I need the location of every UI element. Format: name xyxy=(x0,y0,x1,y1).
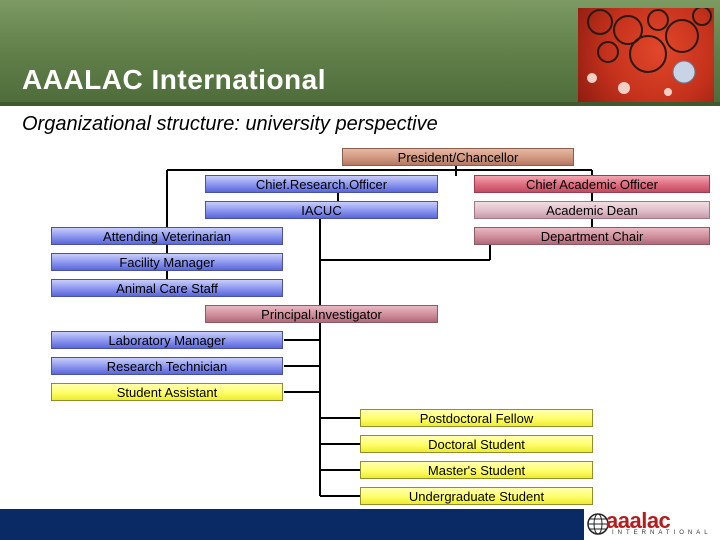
research-technician-box: Research Technician xyxy=(51,357,283,375)
department-chair-box: Department Chair xyxy=(474,227,710,245)
footer-logo-area xyxy=(584,509,720,540)
chief-academic-officer-box: Chief Academic Officer xyxy=(474,175,710,193)
president-chancellor-box: President/Chancellor xyxy=(342,148,574,166)
undergraduate-student-box: Undergraduate Student xyxy=(360,487,593,505)
masters-student-box: Master's Student xyxy=(360,461,593,479)
header-decorative-image xyxy=(578,8,714,102)
footer-logo-text: aaalac xyxy=(606,508,671,533)
doctoral-student-box: Doctoral Student xyxy=(360,435,593,453)
slide-title: Organizational structure: university per… xyxy=(22,113,438,135)
header-banner: AAALAC International xyxy=(0,0,720,102)
footer-logo-subtext: INTERNATIONAL xyxy=(612,530,712,536)
bubbles-graphic xyxy=(587,8,712,96)
student-assistant-box: Student Assistant xyxy=(51,383,283,401)
academic-dean-box: Academic Dean xyxy=(474,201,710,219)
header-title: AAALAC International xyxy=(22,64,326,95)
principal-investigator-box: Principal.Investigator xyxy=(205,305,438,323)
chief-research-officer-box: Chief.Research.Officer xyxy=(205,175,438,193)
facility-manager-box: Facility Manager xyxy=(51,253,283,271)
animal-care-staff-box: Animal Care Staff xyxy=(51,279,283,297)
laboratory-manager-box: Laboratory Manager xyxy=(51,331,283,349)
header-divider xyxy=(0,102,720,106)
postdoctoral-fellow-box: Postdoctoral Fellow xyxy=(360,409,593,427)
iacuc-box: IACUC xyxy=(205,201,438,219)
globe-icon xyxy=(587,513,609,535)
attending-veterinarian-box: Attending Veterinarian xyxy=(51,227,283,245)
